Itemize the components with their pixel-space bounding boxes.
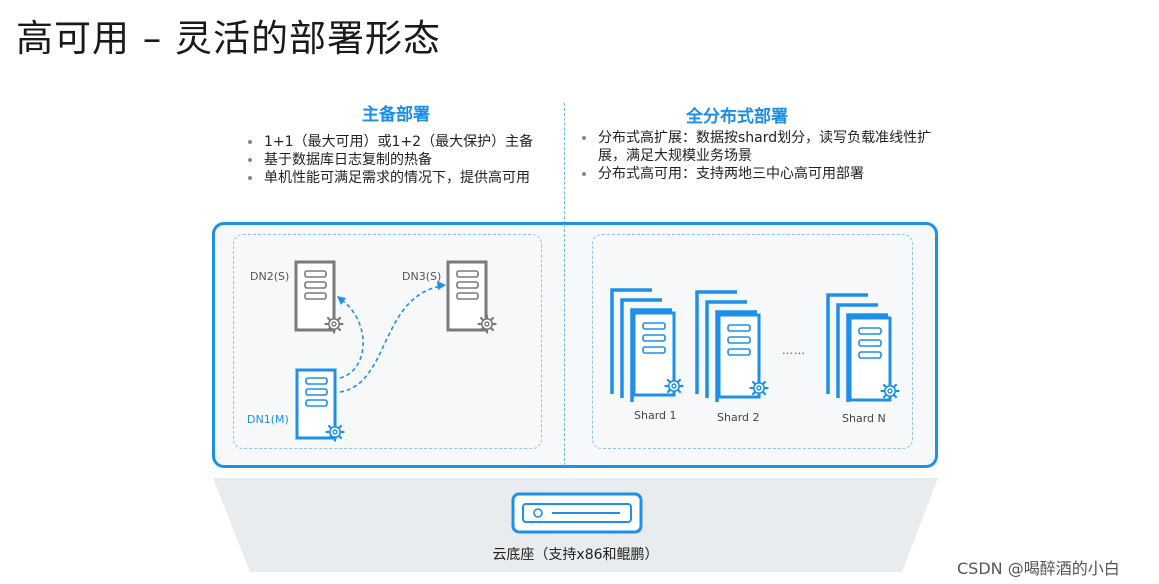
page-title: 高可用 – 灵活的部署形态 — [16, 17, 442, 60]
shard-1-stack-icon — [610, 288, 684, 402]
primary-standby-panel — [233, 234, 542, 449]
primary-standby-bullets: 1+1（最大可用）或1+2（最大保护）主备 基于数据库日志复制的热备 单机性能可… — [244, 133, 533, 187]
distributed-bullets: 分布式高扩展：数据按shard划分，读写负载准线性扩 展，满足大规模业务场景 分… — [578, 129, 931, 183]
cloud-base-label: 云底座（支持x86和鲲鹏） — [492, 547, 659, 563]
bullet-item: 单机性能可满足需求的情况下，提供高可用 — [244, 169, 533, 187]
dn1-server-icon — [295, 368, 345, 442]
shard-n-label: Shard N — [842, 412, 886, 425]
base-server-icon — [511, 492, 643, 534]
bullet-continuation: 展，满足大规模业务场景 — [598, 148, 752, 164]
bullet-item: 1+1（最大可用）或1+2（最大保护）主备 — [244, 133, 533, 151]
dn2-server-icon — [294, 260, 344, 334]
primary-standby-heading: 主备部署 — [362, 105, 430, 125]
dn3-server-icon — [446, 260, 497, 334]
distributed-panel — [592, 234, 913, 449]
distributed-heading: 全分布式部署 — [686, 107, 788, 127]
bullet-item: 分布式高扩展：数据按shard划分，读写负载准线性扩 — [578, 129, 931, 147]
dn2-label: DN2(S) — [250, 270, 290, 283]
shard-ellipsis: …… — [782, 344, 806, 357]
shard-2-stack-icon — [695, 290, 769, 402]
shard-n-stack-icon — [826, 293, 900, 402]
shard-1-label: Shard 1 — [634, 409, 677, 422]
watermark: CSDN @喝醉酒的小白 — [957, 559, 1120, 578]
section-divider — [564, 103, 565, 224]
dn3-label: DN3(S) — [402, 270, 442, 283]
shard-2-label: Shard 2 — [717, 411, 760, 424]
bullet-item: 基于数据库日志复制的热备 — [244, 151, 533, 169]
dn1-label: DN1(M) — [247, 413, 289, 426]
replication-arrows — [338, 285, 443, 393]
panel-divider — [564, 224, 565, 466]
bullet-item: 分布式高可用：支持两地三中心高可用部署 — [578, 165, 931, 183]
